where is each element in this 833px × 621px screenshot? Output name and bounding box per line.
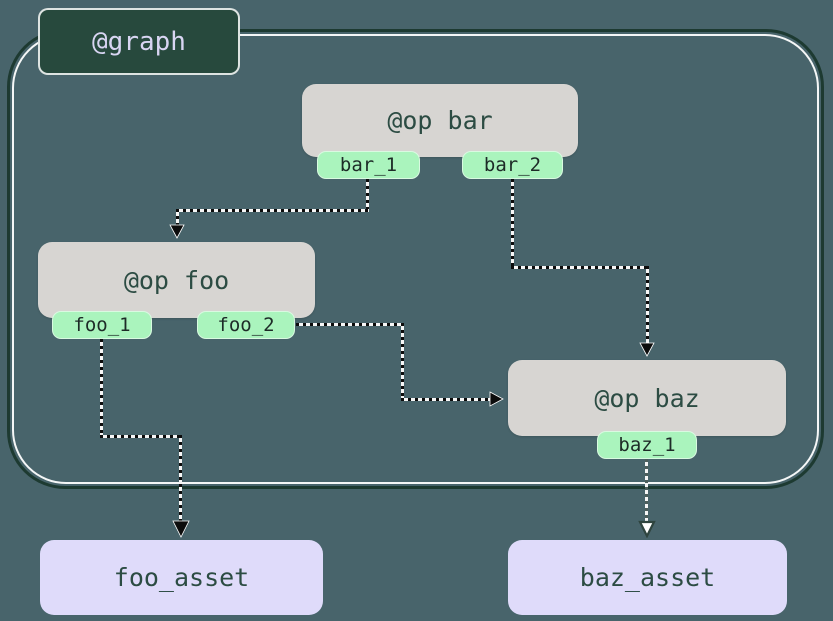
edge-segment — [645, 459, 648, 523]
edge-segment — [401, 398, 490, 401]
output-tab-label: baz_1 — [618, 434, 676, 456]
op-node-bar: @op bar — [302, 84, 578, 157]
arrowhead-down-icon — [172, 520, 190, 538]
op-label: @op baz — [594, 383, 700, 413]
op-label: @op bar — [387, 106, 493, 135]
output-tab-bar-2: bar_2 — [462, 151, 563, 179]
arrowhead-right-icon — [489, 391, 504, 407]
asset-node-foo: foo_asset — [40, 540, 323, 615]
asset-node-baz: baz_asset — [508, 540, 787, 615]
edge-segment — [179, 435, 182, 522]
graph-boundary — [7, 29, 824, 489]
output-tab-label: bar_2 — [483, 154, 542, 176]
edge-segment — [100, 339, 103, 438]
asset-label: baz_asset — [579, 563, 716, 592]
op-label: @op foo — [123, 265, 230, 295]
arrowhead-down-icon — [169, 224, 185, 239]
output-tab-label: foo_2 — [217, 314, 275, 336]
edge-segment — [176, 209, 179, 226]
graph-boundary-highlight-line — [12, 34, 819, 484]
edge-segment — [511, 266, 649, 269]
output-tab-baz-1: baz_1 — [597, 431, 697, 459]
arrowhead-down-icon — [639, 342, 655, 357]
arrowhead-down-hollow-icon — [638, 520, 656, 539]
output-tab-label: bar_1 — [339, 154, 398, 176]
op-node-baz: @op baz — [508, 360, 786, 436]
edge-segment — [366, 179, 369, 211]
edge-segment — [646, 266, 649, 344]
output-tab-foo-2: foo_2 — [197, 311, 295, 339]
output-tab-label: foo_1 — [73, 314, 131, 336]
graph-label-text: @graph — [92, 26, 186, 57]
output-tab-foo-1: foo_1 — [52, 311, 152, 339]
edge-segment — [100, 435, 182, 438]
edge-segment — [296, 323, 404, 326]
edge-segment — [511, 179, 514, 269]
graph-label: @graph — [38, 8, 240, 75]
output-tab-bar-1: bar_1 — [317, 151, 420, 179]
op-node-foo: @op foo — [38, 242, 315, 318]
asset-label: foo_asset — [113, 563, 250, 592]
edge-segment — [401, 323, 404, 401]
edge-segment — [176, 209, 369, 212]
